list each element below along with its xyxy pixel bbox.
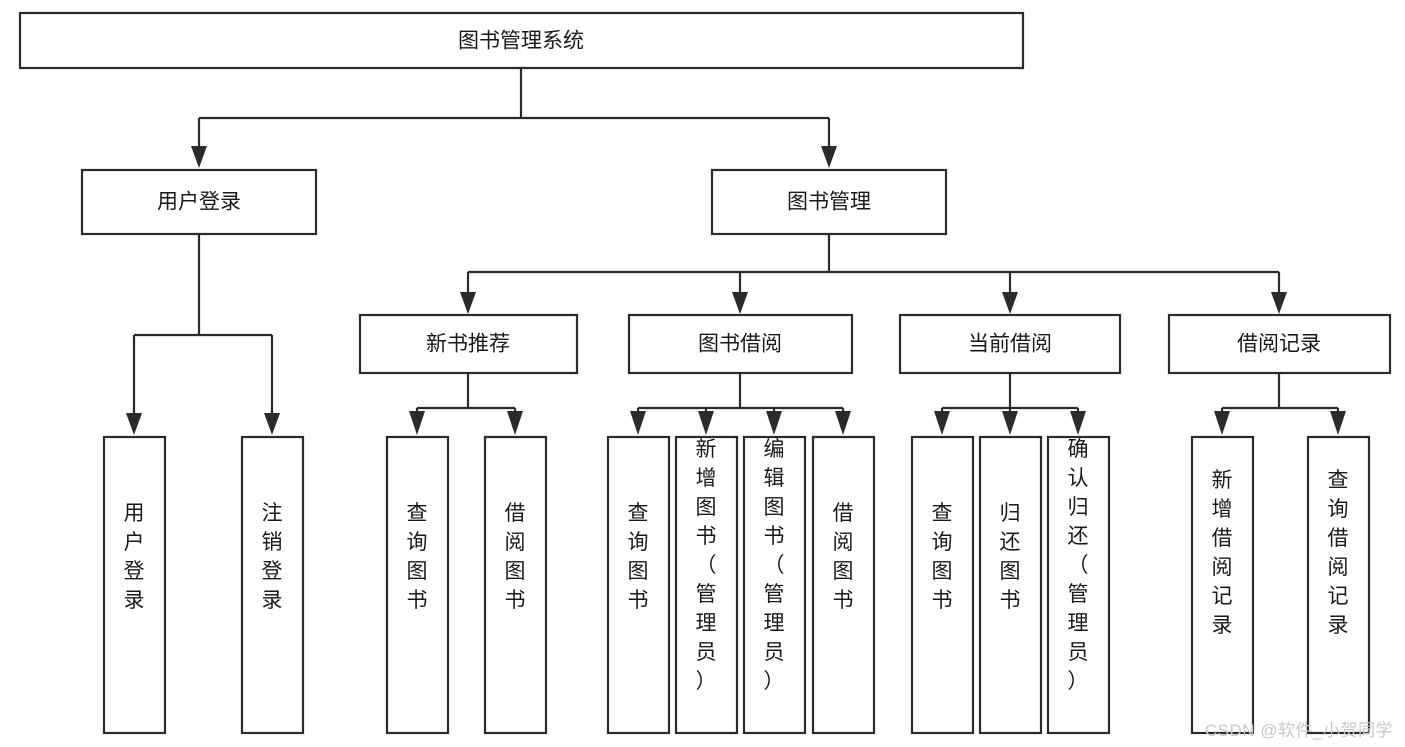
- csdn-watermark: CSDN @软件_小贺同学: [1204, 721, 1393, 740]
- arrowhead-leaf-query-record: [1330, 411, 1346, 435]
- leaf-query-book-3-box[interactable]: [910, 435, 975, 735]
- node-book-borrow[interactable]: 图书借阅: [627, 313, 854, 375]
- node-current-borrow-box[interactable]: [898, 313, 1122, 375]
- arrowhead-leaf-return-book: [1002, 411, 1018, 435]
- leaf-query-record-box[interactable]: [1306, 435, 1371, 735]
- leaf-user-login[interactable]: 用户登录: [102, 435, 167, 735]
- arrowhead-user-login: [191, 146, 207, 168]
- leaf-query-book-2-label: 查询图书: [628, 502, 649, 612]
- node-book-management-box[interactable]: [710, 168, 948, 236]
- leaf-confirm-return-label: 确认归还（管理员）: [1068, 438, 1089, 693]
- node-current-borrow[interactable]: 当前借阅: [898, 313, 1122, 375]
- leaf-query-record-label: 查询借阅记录: [1328, 469, 1349, 637]
- node-user-login-box[interactable]: [80, 168, 318, 236]
- node-root-label: 图书管理系统: [458, 30, 584, 53]
- leaf-query-book-1-box[interactable]: [385, 435, 450, 735]
- node-root[interactable]: 图书管理系统: [18, 11, 1025, 70]
- node-new-book-recommend[interactable]: 新书推荐: [358, 313, 579, 375]
- leaf-borrow-book-2-box[interactable]: [811, 435, 876, 735]
- node-borrow-records-label: 借阅记录: [1237, 333, 1321, 356]
- leaf-confirm-return-box[interactable]: [1046, 435, 1111, 735]
- leaf-return-book[interactable]: 归还图书: [978, 435, 1043, 735]
- arrowhead-book-mgmt: [821, 146, 837, 168]
- leaf-return-book-label: 归还图书: [1000, 502, 1021, 612]
- leaf-borrow-book-1[interactable]: 借阅图书: [483, 435, 548, 735]
- leaf-query-book-3-label: 查询图书: [932, 502, 953, 612]
- arrowhead-current: [1002, 292, 1018, 314]
- leaf-query-book-2[interactable]: 查询图书: [606, 435, 671, 735]
- node-user-login-label: 用户登录: [157, 191, 241, 214]
- leaf-logout-label: 注销登录: [262, 502, 283, 612]
- leaf-logout[interactable]: 注销登录: [240, 435, 305, 735]
- node-book-management[interactable]: 图书管理: [710, 168, 948, 236]
- leaf-user-login-box[interactable]: [102, 435, 167, 735]
- node-book-management-label: 图书管理: [787, 191, 871, 214]
- leaf-logout-box[interactable]: [240, 435, 305, 735]
- node-new-book-recommend-box[interactable]: [358, 313, 579, 375]
- leaf-edit-book[interactable]: 编辑图书（管理员）: [742, 435, 807, 735]
- leaf-query-book-1[interactable]: 查询图书: [385, 435, 450, 735]
- leaf-edit-book-label: 编辑图书（管理员）: [764, 438, 785, 693]
- node-book-borrow-box[interactable]: [627, 313, 854, 375]
- arrowhead-borrow: [732, 292, 748, 314]
- arrowhead-leaf-borrow-book-2: [835, 411, 851, 435]
- leaf-borrow-book-1-label: 借阅图书: [505, 502, 526, 612]
- leaf-query-record[interactable]: 查询借阅记录: [1306, 435, 1371, 735]
- arrowhead-leaf-query-book-2: [630, 411, 646, 435]
- leaf-add-book-box[interactable]: [674, 435, 739, 735]
- leaf-borrow-book-2[interactable]: 借阅图书: [811, 435, 876, 735]
- leaf-borrow-book-1-box[interactable]: [483, 435, 548, 735]
- arrowhead-leaf-logout: [264, 413, 280, 435]
- node-user-login[interactable]: 用户登录: [80, 168, 318, 236]
- node-borrow-records-box[interactable]: [1167, 313, 1392, 375]
- node-book-borrow-label: 图书借阅: [698, 333, 782, 356]
- arrowhead-leaf-query-book-1: [409, 411, 425, 435]
- node-borrow-records[interactable]: 借阅记录: [1167, 313, 1392, 375]
- arrowhead-leaf-add-book: [698, 411, 714, 435]
- leaf-add-book-label: 新增图书（管理员）: [696, 438, 717, 693]
- leaf-return-book-box[interactable]: [978, 435, 1043, 735]
- arrowhead-leaf-user-login: [126, 413, 142, 435]
- arrowhead-leaf-edit-book: [766, 411, 782, 435]
- arrowhead-new-rec: [460, 292, 476, 314]
- arrowhead-leaf-confirm-return: [1070, 411, 1086, 435]
- leaf-edit-book-box[interactable]: [742, 435, 807, 735]
- leaf-borrow-book-2-label: 借阅图书: [833, 502, 854, 612]
- node-root-box[interactable]: [18, 11, 1025, 70]
- leaf-add-record-box[interactable]: [1190, 435, 1255, 735]
- leaf-query-book-1-label: 查询图书: [407, 502, 428, 612]
- leaf-query-book-2-box[interactable]: [606, 435, 671, 735]
- node-new-book-recommend-label: 新书推荐: [426, 333, 510, 356]
- arrowhead-leaf-borrow-book-1: [507, 411, 523, 435]
- leaf-add-record-label: 新增借阅记录: [1212, 469, 1233, 637]
- leaf-add-book[interactable]: 新增图书（管理员）: [674, 435, 739, 735]
- node-current-borrow-label: 当前借阅: [968, 333, 1052, 356]
- leaf-add-record[interactable]: 新增借阅记录: [1190, 435, 1255, 735]
- leaf-query-book-3[interactable]: 查询图书: [910, 435, 975, 735]
- arrowhead-leaf-query-book-3: [934, 411, 950, 435]
- connector-layer: [126, 68, 1346, 435]
- arrowhead-leaf-add-record: [1214, 411, 1230, 435]
- leaf-confirm-return[interactable]: 确认归还（管理员）: [1046, 435, 1111, 735]
- leaf-user-login-label: 用户登录: [124, 502, 145, 612]
- arrowhead-records: [1271, 292, 1287, 314]
